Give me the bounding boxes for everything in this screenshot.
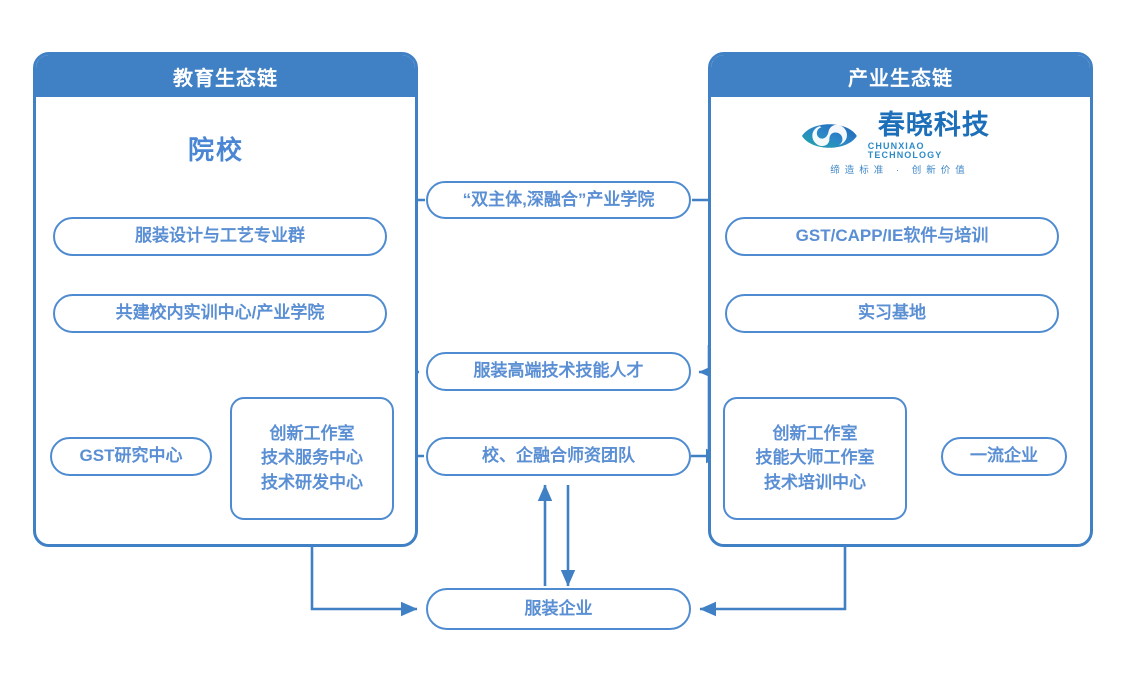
education-panel-header: 教育生态链 — [36, 55, 415, 97]
education-panel-body: 院校 — [36, 97, 415, 544]
industry-centers-line-3: 技术培训中心 — [764, 472, 866, 492]
industry-panel-header: 产业生态链 — [711, 55, 1090, 97]
eye-swirl-logo-icon — [801, 124, 857, 148]
education-section-title: 院校 — [188, 135, 245, 165]
school-centers-line-3: 技术研发中心 — [261, 472, 363, 492]
industry-centers-line-1: 创新工作室 — [772, 423, 858, 443]
node-internship-base[interactable]: 实习基地 — [725, 294, 1059, 333]
node-school-centers[interactable]: 创新工作室 技术服务中心 技术研发中心 — [230, 397, 394, 520]
node-joint-faculty-team[interactable]: 校、企融合师资团队 — [426, 437, 691, 476]
node-dual-subject-college[interactable]: “双主体,深融合”产业学院 — [426, 181, 691, 219]
school-centers-line-2: 技术服务中心 — [261, 448, 363, 468]
node-program-group[interactable]: 服装设计与工艺专业群 — [53, 217, 387, 256]
node-industry-centers[interactable]: 创新工作室 技能大师工作室 技术培训中心 — [723, 397, 907, 520]
node-top-enterprise[interactable]: 一流企业 — [941, 437, 1067, 476]
logo-company-name-en: CHUNXIAO TECHNOLOGY — [867, 141, 943, 160]
logo-tagline: 缔造标准 · 创新价值 — [830, 165, 970, 176]
node-training-center[interactable]: 共建校内实训中心/产业学院 — [53, 294, 387, 333]
school-centers-line-1: 创新工作室 — [269, 423, 355, 443]
chunxiao-logo: 春晓科技 CHUNXIAO TECHNOLOGY 缔造标准 · 创新价值 — [800, 112, 1000, 176]
industry-centers-line-2: 技能大师工作室 — [755, 448, 875, 468]
node-apparel-enterprise[interactable]: 服装企业 — [426, 588, 691, 630]
logo-company-name-cn: 春晓科技 — [877, 110, 990, 140]
node-gst-research-center[interactable]: GST研究中心 — [50, 437, 212, 476]
node-high-end-talent[interactable]: 服装高端技术技能人才 — [426, 352, 691, 391]
node-gst-capp-ie[interactable]: GST/CAPP/IE软件与培训 — [725, 217, 1059, 256]
